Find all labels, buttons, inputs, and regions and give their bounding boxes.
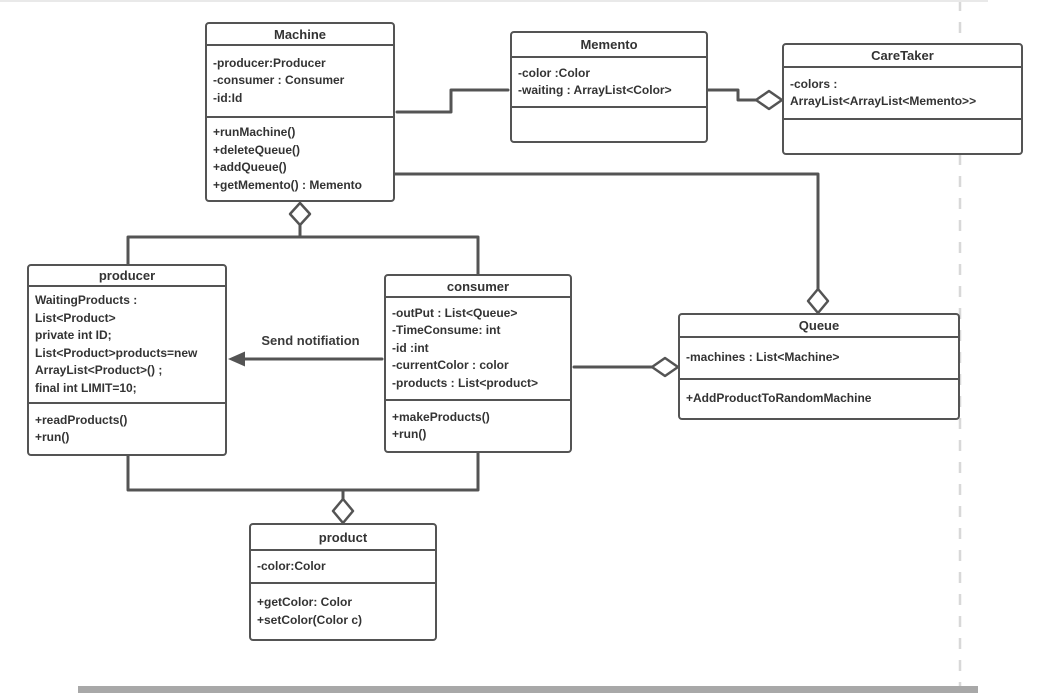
method-line: +makeProducts() xyxy=(392,409,490,424)
attribute-line: -outPut : List<Queue> xyxy=(392,305,518,320)
aggregation-diamond-queue-top xyxy=(806,287,830,315)
aggregation-diamond-machine xyxy=(288,201,312,227)
methods-section: +getColor: Color +setColor(Color c) xyxy=(251,582,435,639)
attribute-line: -id:Id xyxy=(213,90,243,105)
class-title: Queue xyxy=(798,318,840,333)
attributes-section: -color:Color xyxy=(251,549,435,582)
methods-section xyxy=(784,118,1021,153)
arrowhead-notification-icon xyxy=(228,351,245,367)
attribute-line: WaitingProducts : xyxy=(35,293,138,307)
class-title: producer xyxy=(98,268,156,283)
attributes-section: -producer:Producer -consumer : Consumer … xyxy=(207,44,393,116)
attributes-section: -colors : ArrayList<ArrayList<Memento>> xyxy=(784,66,1021,118)
attribute-line: -products : List<product> xyxy=(392,375,539,390)
method-line: +AddProductToRandomMachine xyxy=(686,391,872,406)
attribute-line: final int LIMIT=10; xyxy=(35,380,137,395)
methods-section: +runMachine() +deleteQueue() +addQueue()… xyxy=(207,116,393,200)
class-product[interactable]: product -color:Color +getColor: Color +s… xyxy=(249,523,437,641)
attribute-line: -producer:Producer xyxy=(213,55,326,70)
class-title: Machine xyxy=(273,26,326,42)
class-title: CareTaker xyxy=(871,48,934,63)
attribute-line: private int ID; xyxy=(35,328,112,342)
class-machine[interactable]: Machine -producer:Producer -consumer : C… xyxy=(205,22,395,202)
edge-memento-caretaker[interactable] xyxy=(704,88,759,102)
method-line: +runMachine() xyxy=(213,125,296,139)
method-line: +setColor(Color c) xyxy=(257,612,363,627)
edge-producer-consumer-product[interactable] xyxy=(126,449,480,502)
attribute-line: -TimeConsume: int xyxy=(392,323,501,338)
canvas-top-edge xyxy=(0,0,988,2)
attributes-section: -color :Color -waiting : ArrayList<Color… xyxy=(512,56,706,106)
edge-machine-queue[interactable] xyxy=(393,172,820,292)
class-title: Memento xyxy=(580,37,638,52)
attribute-line: List<Product> xyxy=(35,310,116,325)
attribute-line: -consumer : Consumer xyxy=(213,73,345,88)
attribute-line: -colors : xyxy=(790,76,838,91)
attributes-section: -machines : List<Machine> xyxy=(680,336,958,378)
attribute-line: -currentColor : color xyxy=(392,358,509,373)
class-title: consumer xyxy=(446,278,510,294)
aggregation-diamond-queue-left xyxy=(650,356,680,378)
edge-machine-memento[interactable] xyxy=(395,88,510,114)
class-consumer[interactable]: consumer -outPut : List<Queue> -TimeCons… xyxy=(384,274,572,453)
attributes-section: WaitingProducts : List<Product> private … xyxy=(29,285,225,402)
method-line: +addQueue() xyxy=(213,160,287,174)
methods-section: +makeProducts() +run() xyxy=(386,399,570,451)
attributes-section: -outPut : List<Queue> -TimeConsume: int … xyxy=(386,296,570,399)
method-line: +run() xyxy=(35,430,70,444)
method-line: +run() xyxy=(392,427,427,441)
method-line: +getMemento() : Memento xyxy=(213,177,363,192)
attribute-line: List<Product>products=new xyxy=(35,345,198,360)
methods-section: +readProducts() +run() xyxy=(29,402,225,454)
aggregation-diamond-caretaker xyxy=(754,89,784,111)
attribute-line: -waiting : ArrayList<Color> xyxy=(518,83,672,97)
method-line: +deleteQueue() xyxy=(213,142,301,157)
class-title: product xyxy=(318,529,368,545)
methods-section: +AddProductToRandomMachine xyxy=(680,378,958,418)
class-caretaker[interactable]: CareTaker -colors : ArrayList<ArrayList<… xyxy=(782,43,1023,155)
attribute-line: -id :int xyxy=(392,340,429,355)
attribute-line: ArrayList<Product>() ; xyxy=(35,363,163,377)
canvas-bottom-bar xyxy=(78,686,978,693)
method-line: +readProducts() xyxy=(35,412,128,427)
edge-machine-producer-consumer[interactable] xyxy=(126,223,480,278)
aggregation-diamond-product xyxy=(331,497,355,525)
attribute-line: -color :Color xyxy=(518,65,590,80)
class-memento[interactable]: Memento -color :Color -waiting : ArrayLi… xyxy=(510,31,708,143)
class-producer[interactable]: producer WaitingProducts : List<Product>… xyxy=(27,264,227,456)
attribute-line: -color:Color xyxy=(257,558,326,573)
class-queue[interactable]: Queue -machines : List<Machine> +AddProd… xyxy=(678,313,960,420)
methods-section xyxy=(512,106,706,141)
method-line: +getColor: Color xyxy=(257,595,352,609)
attribute-line: -machines : List<Machine> xyxy=(686,350,840,365)
attribute-line: ArrayList<ArrayList<Memento>> xyxy=(790,94,977,108)
edge-label-send-notification: Send notifiation xyxy=(261,333,360,348)
